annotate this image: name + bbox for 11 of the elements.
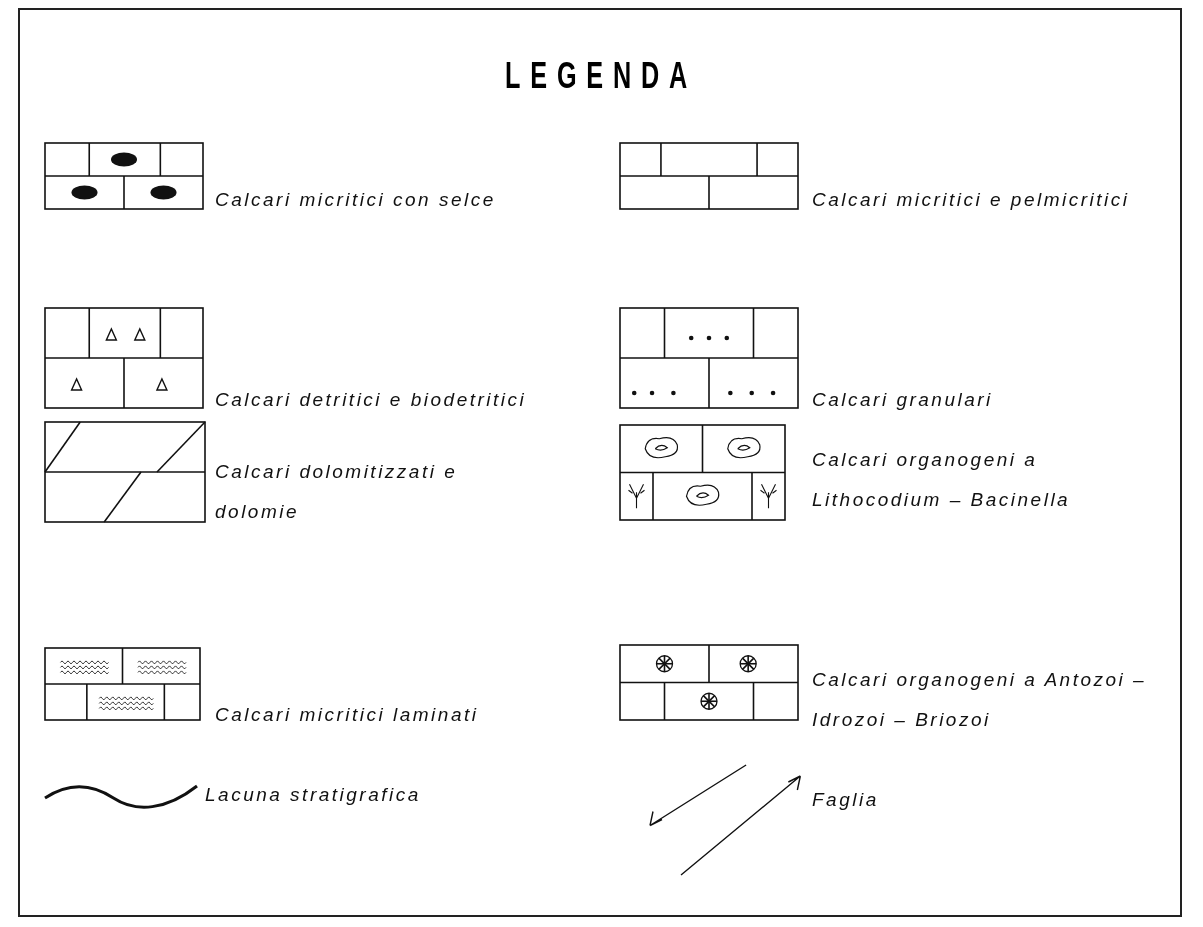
legend-label: Calcari micritici laminati bbox=[215, 703, 479, 727]
legend-label: Calcari organogeni a Lithocodium – Bacinella bbox=[812, 448, 1072, 512]
legend-label: Calcari granulari bbox=[812, 388, 993, 412]
legend-label: Lacuna stratigrafica bbox=[205, 783, 421, 807]
legend-label: Calcari organogeni a Antozoi – Idrozoi – Briozoi bbox=[812, 668, 1148, 732]
legend-label: Faglia bbox=[812, 788, 879, 812]
legend-label: Calcari dolomitizzati e dolomie bbox=[215, 460, 459, 524]
legend-label: Calcari micritici e pelmicritici bbox=[812, 188, 1130, 212]
legend-label: Calcari detritici e biodetritici bbox=[215, 388, 527, 412]
legend-title: LEGENDA bbox=[505, 55, 698, 97]
legend-label: Calcari micritici con selce bbox=[215, 188, 496, 212]
